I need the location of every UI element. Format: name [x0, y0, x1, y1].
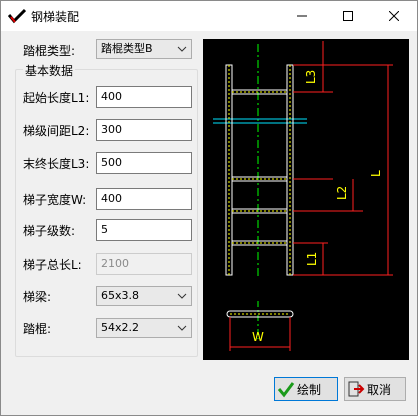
dim-w: W [252, 330, 264, 344]
step-spacing-label: 梯级间距L2: [23, 124, 90, 138]
rungs [231, 89, 288, 246]
minimize-icon [297, 15, 307, 17]
ladder-width-input[interactable]: 400 [96, 188, 192, 210]
beam-value: 65x3.8 [101, 289, 140, 302]
close-icon [389, 11, 399, 21]
start-length-input[interactable]: 400 [96, 86, 192, 108]
dim-l3: L3 [304, 70, 318, 84]
dim-l2: L2 [335, 186, 349, 200]
chevron-down-icon [177, 293, 187, 299]
rung-select[interactable]: 54x2.2 [96, 318, 192, 338]
cancel-door-icon [348, 381, 365, 397]
dim-l1: L1 [305, 252, 319, 266]
total-length-label: 梯子总长L: [23, 258, 82, 272]
plan-rung [226, 310, 294, 318]
beam-select[interactable]: 65x3.8 [96, 286, 192, 306]
ladder-type-value: 踏棍类型B [101, 42, 153, 55]
end-length-label: 末终长度L3: [23, 157, 90, 171]
start-length-label: 起始长度L1: [23, 91, 90, 105]
basic-data-group [15, 69, 198, 357]
app-check-icon [8, 8, 26, 24]
minimize-button[interactable] [279, 1, 325, 31]
step-count-input[interactable]: 5 [96, 219, 192, 241]
cancel-button-label: 取消 [367, 382, 392, 397]
draw-button-label: 绘制 [297, 382, 322, 397]
draw-button[interactable]: 绘制 [274, 377, 338, 401]
close-button[interactable] [371, 1, 417, 31]
rung-label: 踏棍: [23, 322, 52, 336]
width-dimension [229, 317, 291, 351]
dim-l: L [369, 170, 383, 177]
window-title: 钢梯装配 [31, 10, 80, 24]
ladder-width-label: 梯子宽度W: [23, 193, 87, 207]
beam-label: 梯梁: [23, 290, 52, 304]
rung-value: 54x2.2 [101, 321, 140, 334]
ladder-preview-drawing: L3 L2 L1 L W [203, 39, 409, 360]
maximize-icon [343, 11, 353, 21]
ladder-type-label: 踏棍类型: [23, 44, 76, 58]
end-length-input[interactable]: 500 [96, 152, 192, 174]
total-length-input: 2100 [96, 253, 192, 275]
ladder-type-select[interactable]: 踏棍类型B [96, 39, 192, 59]
maximize-button[interactable] [325, 1, 371, 31]
basic-data-title: 基本数据 [23, 62, 76, 79]
step-spacing-input[interactable]: 300 [96, 119, 192, 141]
cancel-button[interactable]: 取消 [344, 377, 406, 401]
dimensions [293, 41, 393, 276]
ladder-diagram: L3 L2 L1 L W [213, 41, 393, 351]
chevron-down-icon [177, 325, 187, 331]
title-bar: 钢梯装配 [1, 1, 417, 31]
check-icon [277, 382, 295, 398]
chevron-down-icon [177, 46, 187, 52]
step-count-label: 梯子级数: [23, 224, 76, 238]
